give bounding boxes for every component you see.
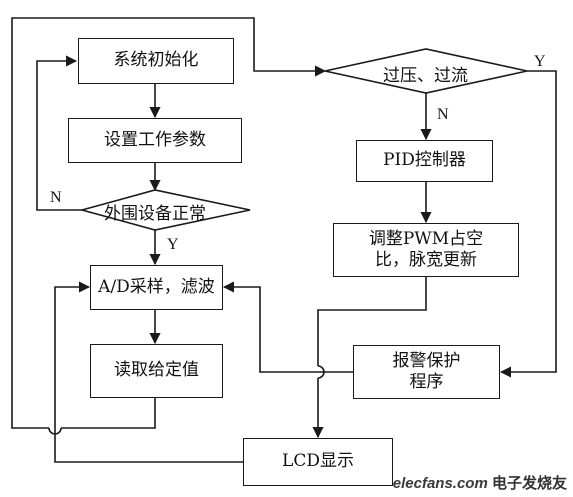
edge-alarm-to-ad — [222, 281, 353, 373]
box-alarm-line2: 程序 — [409, 372, 444, 392]
box-adjust-pwm-line1: 调整PWM占空 — [368, 228, 484, 249]
watermark-site: elecfans.com — [392, 475, 488, 492]
edge-read-to-fault-check — [61, 398, 156, 429]
edge-lcd-to-ad — [54, 281, 243, 463]
edge-label-fault-yes: Y — [534, 53, 546, 70]
box-read-setpoint-label: 读取给定值 — [114, 360, 199, 381]
edge-pwm-to-lcd — [317, 277, 427, 366]
edge-label-peripherals-yes: Y — [167, 236, 179, 253]
fault-check-label: 过压、过流 — [383, 66, 468, 86]
peripherals-check-label: 外围设备正常 — [104, 204, 206, 224]
edge-fault-yes-to-alarm — [499, 70, 557, 378]
edge-loop-to-top — [11, 17, 327, 429]
decision-fault-diamond — [324, 48, 528, 94]
box-lcd-display-label: LCD显示 — [282, 451, 354, 472]
decision-peripherals-diamond — [78, 189, 251, 231]
edge-check-no-loop — [36, 55, 82, 211]
box-read-setpoint: 读取给定值 — [90, 344, 223, 398]
watermark-name: 电子发烧友 — [491, 475, 567, 492]
edge-label-peripherals-no: N — [50, 189, 62, 206]
box-alarm-line1: 报警保护 — [392, 350, 461, 371]
box-pid-controller: PID控制器 — [356, 140, 493, 182]
box-set-params-label: 设置工作参数 — [104, 129, 206, 150]
watermark: elecfans.com 电子发烧友 — [393, 472, 567, 493]
box-lcd-display: LCD显示 — [243, 438, 393, 486]
edge-label-fault-no: N — [437, 106, 449, 123]
box-system-init-label: 系统初始化 — [113, 50, 199, 71]
box-adjust-pwm: 调整PWM占空 比，脉宽更新 — [333, 223, 519, 277]
box-pid-controller-label: PID控制器 — [383, 150, 466, 171]
box-set-params: 设置工作参数 — [68, 118, 242, 163]
box-alarm-protection: 报警保护 程序 — [353, 345, 500, 399]
box-adjust-pwm-line2: 比，脉宽更新 — [374, 250, 477, 270]
box-ad-sampling-label: A/D采样，滤波 — [98, 276, 215, 297]
box-system-init: 系统初始化 — [78, 38, 234, 84]
box-ad-sampling: A/D采样，滤波 — [90, 265, 223, 310]
